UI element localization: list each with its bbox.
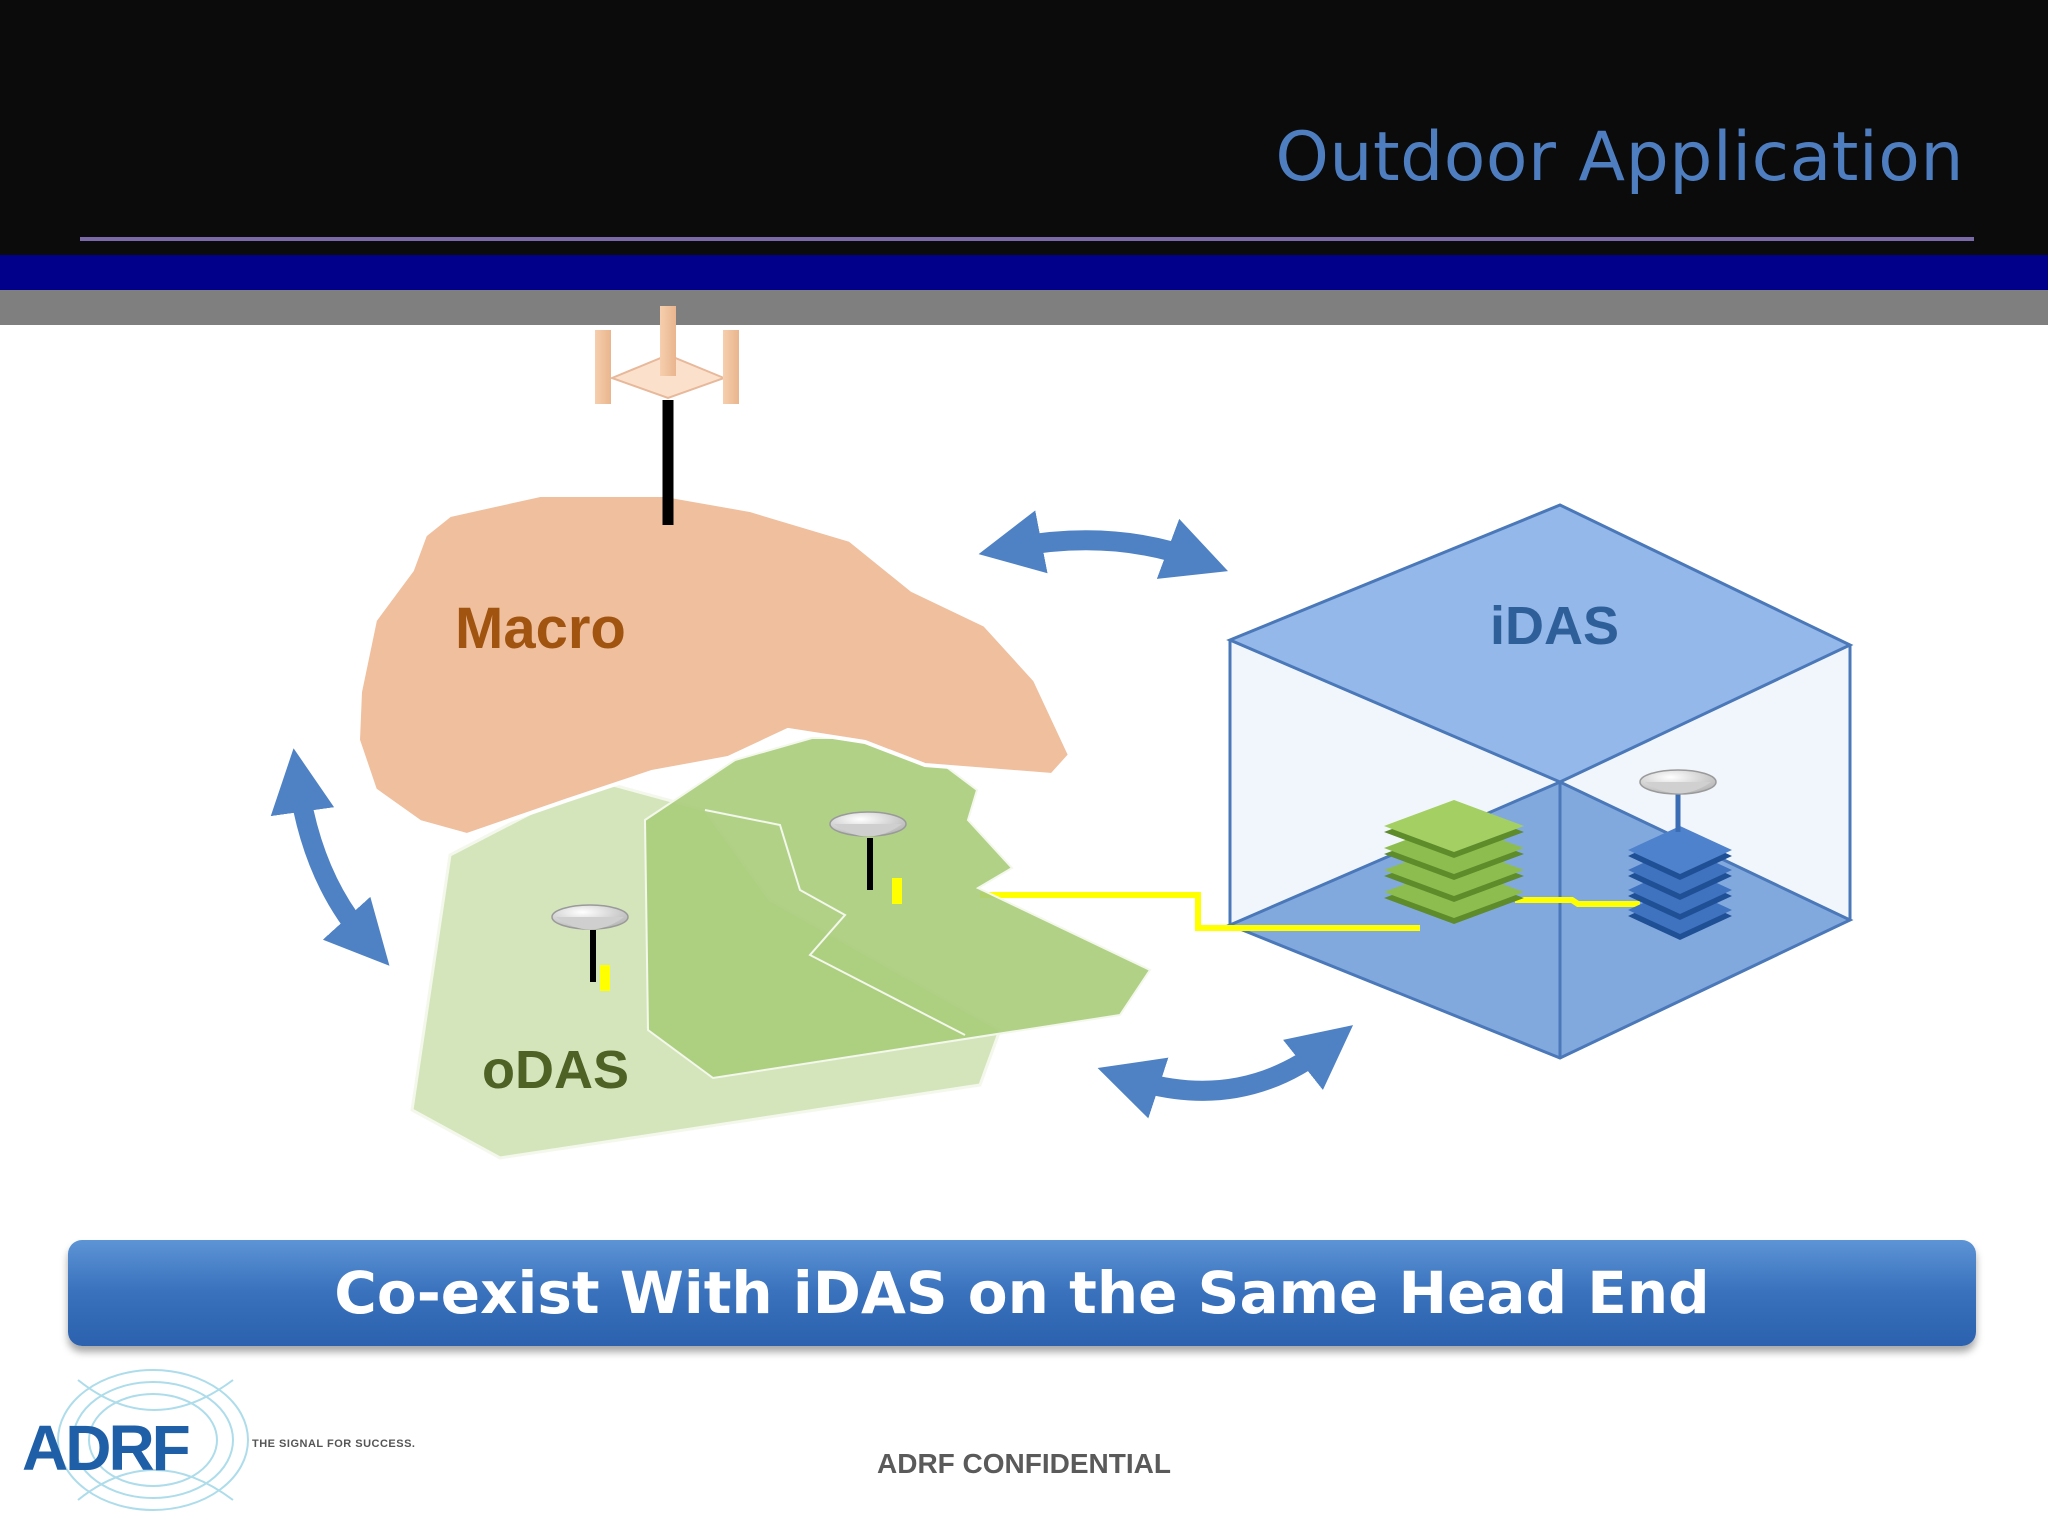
double-arrow-macro-odas [270, 748, 390, 966]
slide-title: Outdoor Application [1275, 118, 1964, 197]
header-band-blue [0, 255, 2048, 290]
idas-building [1226, 503, 1854, 1060]
svg-text:ADRF: ADRF [22, 1412, 189, 1484]
header-band-gray [0, 290, 2048, 325]
head-end-stack [1384, 800, 1524, 924]
banner-text: Co-exist With iDAS on the Same Head End [334, 1259, 1710, 1327]
macro-label: Macro [455, 596, 626, 661]
macro-tower [595, 306, 739, 525]
double-arrow-odas-idas [1097, 1025, 1354, 1119]
logo-tagline: THE SIGNAL FOR SUCCESS. [252, 1438, 416, 1450]
odas-boundary [704, 809, 966, 1036]
adrf-logo: ADRF [22, 1369, 249, 1511]
headline-banner: Co-exist With iDAS on the Same Head End [68, 1240, 1976, 1346]
confidential-footer: ADRF CONFIDENTIAL [877, 1448, 1171, 1479]
idas-antenna [1639, 769, 1717, 832]
double-arrow-macro-idas [978, 510, 1228, 579]
fiber-line-odas-to-headend [980, 892, 1420, 931]
idas-label: iDAS [1490, 596, 1619, 656]
macro-area [355, 493, 1073, 838]
odas-antenna-right [829, 811, 907, 904]
fiber-line-headend-to-remote [1515, 897, 1640, 907]
odas-area-dark [643, 737, 1152, 1080]
title-underline [80, 237, 1974, 241]
remote-unit-stack [1628, 826, 1732, 940]
odas-label: oDAS [482, 1040, 629, 1100]
slide-header: Outdoor Application [0, 0, 2048, 255]
odas-antenna-left [551, 904, 629, 991]
